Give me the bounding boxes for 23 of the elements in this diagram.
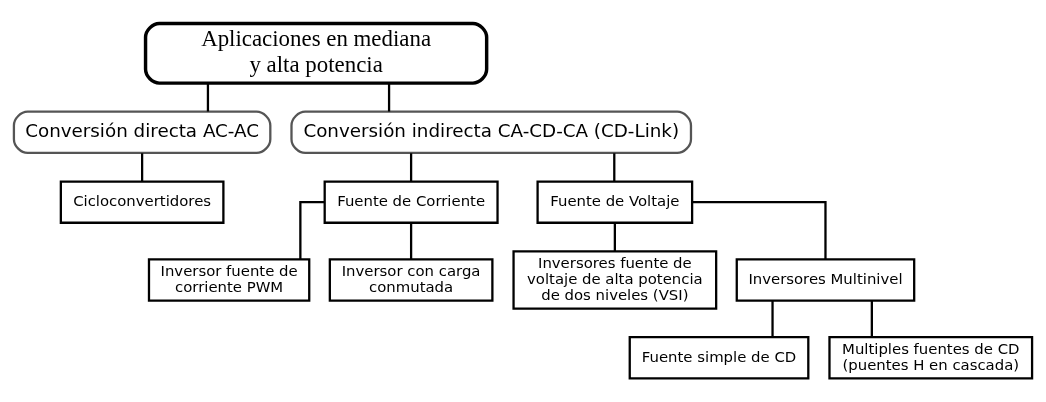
node-box: Multiples fuentes de CD (puentes H en cascada) (828, 336, 1034, 380)
node-box: Inversores fuente de voltaje de alta potencia de dos niveles (VSI) (512, 250, 718, 310)
connector (387, 83, 391, 112)
connector (870, 300, 873, 337)
node-box: Inversor fuente de corriente PWM (147, 258, 311, 302)
node-box: Inversores Multinivel (735, 258, 916, 302)
node-box: Aplicaciones en mediana y alta potencia (143, 21, 489, 85)
connector (613, 153, 616, 182)
node-box: Inversor con carga conmutada (328, 258, 494, 302)
node-box: Cicloconvertidores (59, 180, 225, 224)
connector (409, 153, 413, 182)
connector (771, 300, 774, 337)
connector (299, 201, 325, 260)
connector (692, 201, 827, 260)
node-box: Fuente simple de CD (628, 336, 810, 380)
connector (140, 153, 144, 182)
connector (613, 223, 616, 252)
node-box: Conversión directa AC-AC (12, 110, 272, 155)
node-box: Fuente de Corriente (323, 180, 499, 224)
connector (409, 223, 413, 260)
node-box: Fuente de Voltaje (536, 180, 694, 224)
node-box: Conversión indirecta CA-CD-CA (CD-Link) (290, 110, 693, 155)
connector (206, 83, 210, 112)
